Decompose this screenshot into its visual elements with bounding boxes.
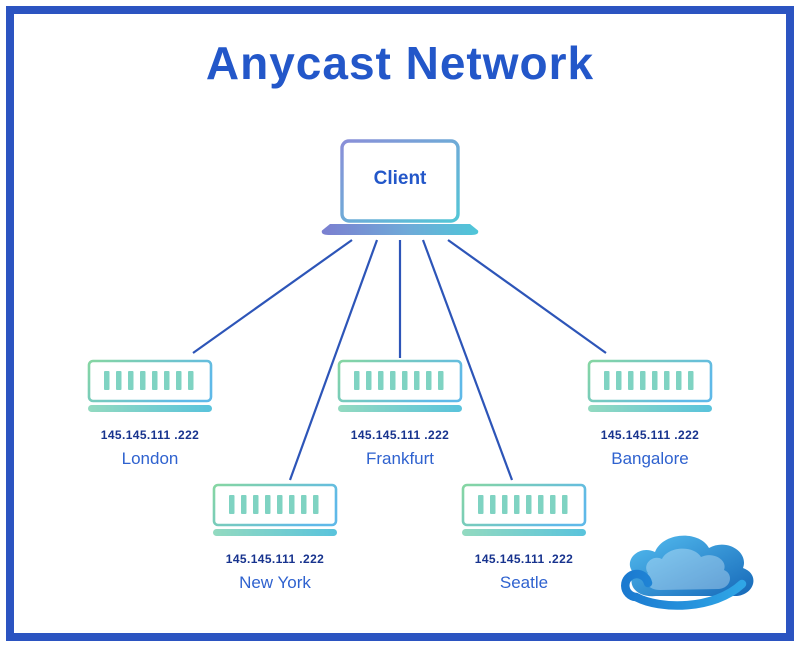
server-ip: 145.145.111 .222 <box>600 428 700 442</box>
server-icon <box>211 482 339 538</box>
server-label: Bangalore <box>611 449 689 468</box>
client-node: Client <box>320 138 480 238</box>
client-label: Client <box>373 168 427 189</box>
server-label: Seatle <box>499 573 549 592</box>
server-node-frankfurt: 145.145.111 .222 Frankfurt <box>336 358 464 469</box>
server-ip: 145.145.111 .222 <box>100 428 200 442</box>
link-client-london <box>192 239 353 354</box>
server-icon <box>586 358 714 414</box>
server-icon <box>86 358 214 414</box>
server-icon <box>460 482 588 538</box>
server-label: Frankfurt <box>365 449 435 468</box>
link-client-bangalore <box>447 239 607 354</box>
server-label: London <box>121 449 179 468</box>
laptop-icon <box>321 139 479 235</box>
server-ip: 145.145.111 .222 <box>225 552 325 566</box>
server-node-seatle: 145.145.111 .222 Seatle <box>460 482 588 593</box>
server-node-newyork: 145.145.111 .222 New York <box>211 482 339 593</box>
diagram-title: Anycast Network <box>205 37 595 89</box>
server-ip: 145.145.111 .222 <box>350 428 450 442</box>
server-ip: 145.145.111 .222 <box>474 552 574 566</box>
server-node-bangalore: 145.145.111 .222 Bangalore <box>586 358 714 469</box>
cloud-logo <box>621 535 754 610</box>
server-node-london: 145.145.111 .222 London <box>86 358 214 469</box>
server-label: New York <box>239 573 311 592</box>
server-icon <box>336 358 464 414</box>
